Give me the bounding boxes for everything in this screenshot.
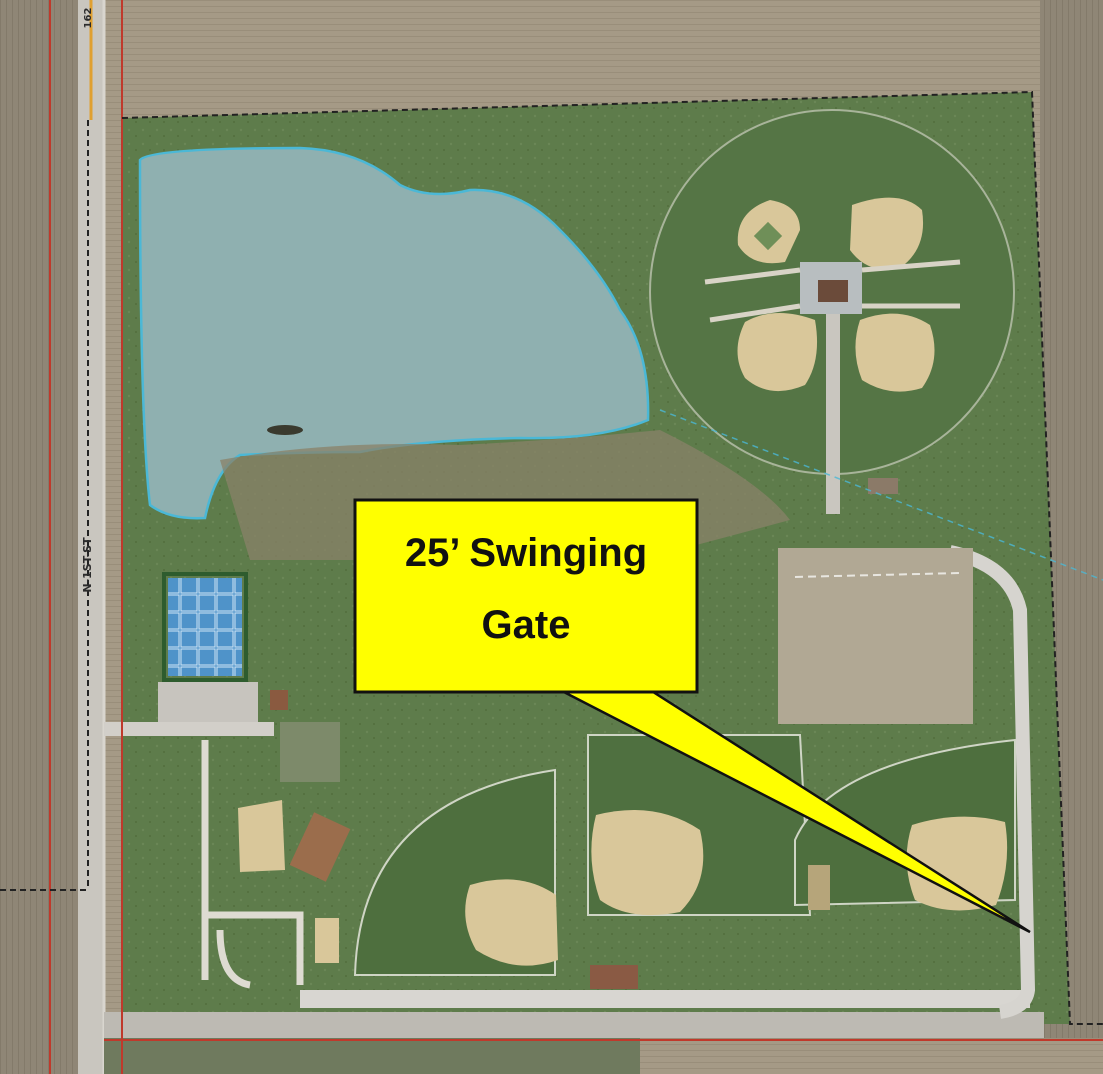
infield-south-west: [465, 879, 558, 966]
south-road: [104, 1012, 1044, 1038]
callout-box: [353, 498, 699, 694]
playground: [280, 722, 340, 782]
tennis-courts: [168, 578, 242, 676]
road-label-n-1st-st: N-1ST-ST: [81, 537, 94, 593]
bleacher: [808, 865, 830, 910]
north-south-road: [78, 0, 104, 1074]
pond: [138, 146, 650, 520]
southern-lots: [104, 1038, 640, 1074]
highway-marker-label: 162: [83, 8, 94, 29]
restroom-building: [270, 690, 288, 710]
farmland-west: [0, 0, 78, 1074]
walkway-ne: [861, 259, 961, 273]
concession-building: [818, 280, 848, 302]
infield-playground: [238, 800, 285, 872]
infield-south-east: [906, 816, 1008, 911]
south-park-road: [300, 990, 1030, 1008]
walkway-nw: [704, 267, 801, 285]
pond-island: [267, 425, 303, 435]
infield-sw: [737, 312, 818, 392]
diamond-nw: [753, 221, 783, 251]
walkway-sw: [709, 303, 801, 323]
callout-title-line2: Gate: [482, 603, 571, 647]
drainage-line: [659, 409, 1103, 581]
parking-lot-edge: [794, 572, 961, 578]
sand-pit: [315, 918, 339, 963]
walking-path: [201, 740, 304, 989]
east-park-road: [948, 545, 1036, 1019]
infield-south-center: [591, 810, 704, 916]
pavilion: [289, 812, 351, 882]
dugout-building: [590, 965, 638, 989]
shelter: [868, 478, 898, 494]
park-boundary: [121, 90, 1103, 1025]
infield-se: [855, 313, 935, 392]
callout-title-line1: 25’ Swinging: [405, 531, 647, 575]
southern-fields: [640, 1038, 1103, 1074]
tennis-court-surround: [162, 572, 248, 682]
park-entrance-road: [104, 722, 274, 736]
infield-ne: [850, 197, 924, 270]
center-walkway: [826, 314, 840, 514]
